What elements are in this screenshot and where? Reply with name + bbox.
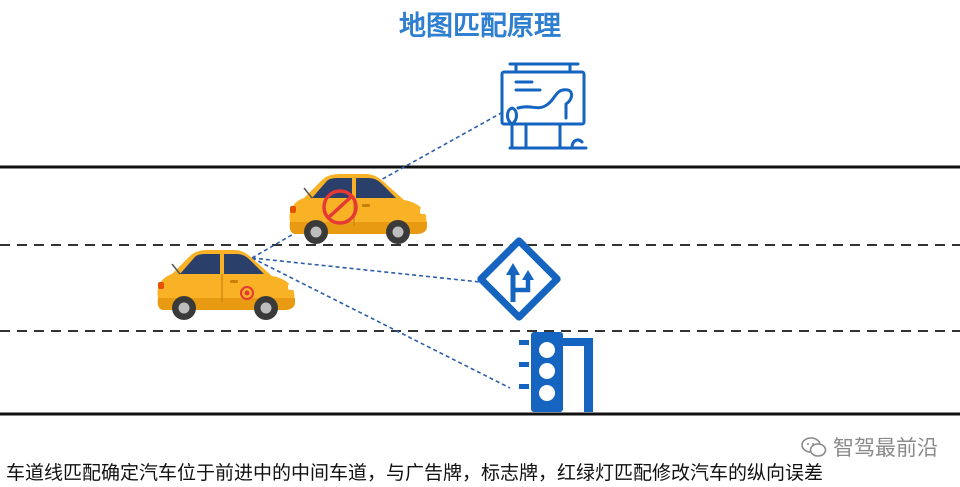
link-car-to-traffic-light	[251, 257, 511, 389]
matching-links	[251, 111, 511, 389]
diagram-title: 地图匹配原理	[399, 11, 561, 42]
car-icon	[288, 173, 428, 245]
watermark-text: 智驾最前沿	[833, 436, 938, 460]
no-symbol-icon	[322, 189, 358, 225]
wechat-icon	[801, 437, 827, 457]
diagram-caption: 车道线匹配确定汽车位于前进中的中间车道，与广告牌，标志牌，红绿灯匹配修改汽车的纵…	[6, 462, 824, 484]
traffic-light-icon	[519, 332, 593, 412]
link-car-to-sign	[251, 257, 481, 283]
watermark: 智驾最前沿	[801, 432, 938, 462]
target-marker-icon	[240, 286, 254, 300]
car-incorrect-position	[288, 173, 428, 245]
billboard-icon	[500, 62, 588, 150]
car-correct-position	[156, 249, 296, 321]
direction-sign-icon	[477, 237, 561, 321]
